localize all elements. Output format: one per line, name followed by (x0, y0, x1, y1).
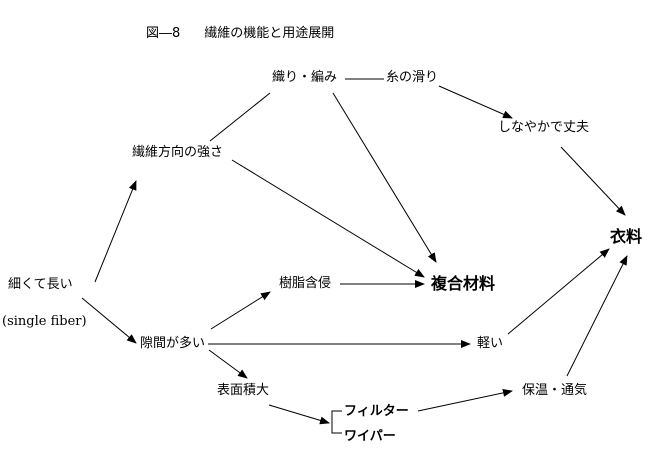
node-resin-impregnation: 樹脂含侵 (279, 276, 332, 291)
edge-fine-to-strength (94, 180, 137, 283)
node-yarn-slip: 糸の滑り (386, 70, 439, 85)
edge-warmth-to-clothing (566, 255, 628, 377)
edge-yarnslip-to-soft (438, 85, 513, 119)
node-single-fiber: (single fiber) (2, 314, 87, 329)
edge-gaps-to-resin (210, 291, 271, 330)
bracket-filter-wiper (331, 410, 342, 434)
node-warmth-ventilation: 保温・通気 (522, 383, 588, 398)
edge-filter-to-warmth (417, 388, 513, 412)
node-many-gaps: 隙間が多い (140, 336, 206, 351)
node-clothing: 衣料 (610, 227, 643, 246)
figure-title: 図―8 繊維の機能と用途展開 (146, 22, 334, 41)
edge-strength-to-composite (231, 159, 425, 278)
node-fine-long: 細くて長い (8, 277, 73, 292)
node-wiper: ワイパー (344, 429, 396, 444)
node-fiber-direction-strength: 繊維方向の強さ (132, 145, 224, 160)
figure-caption: 繊維の機能と用途展開 (204, 26, 335, 41)
node-large-surface: 表面積大 (217, 383, 270, 398)
edge-soft-to-clothing (560, 146, 626, 216)
node-filter: フィルター (344, 404, 409, 419)
edge-weave-to-composite (332, 92, 437, 263)
edge-strength-weave (209, 92, 271, 142)
figure-number: 図―8 (146, 26, 181, 41)
edge-fine-to-gaps (81, 297, 137, 344)
edge-surface-to-bracket (268, 404, 330, 425)
node-composite: 複合材料 (431, 274, 496, 293)
node-soft-durable: しなやかで丈夫 (498, 120, 590, 135)
edge-light-to-clothing (507, 248, 610, 335)
node-light: 軽い (477, 336, 504, 351)
node-weave-knit: 織り・編み (272, 70, 338, 85)
edge-gaps-to-surface (208, 349, 248, 379)
